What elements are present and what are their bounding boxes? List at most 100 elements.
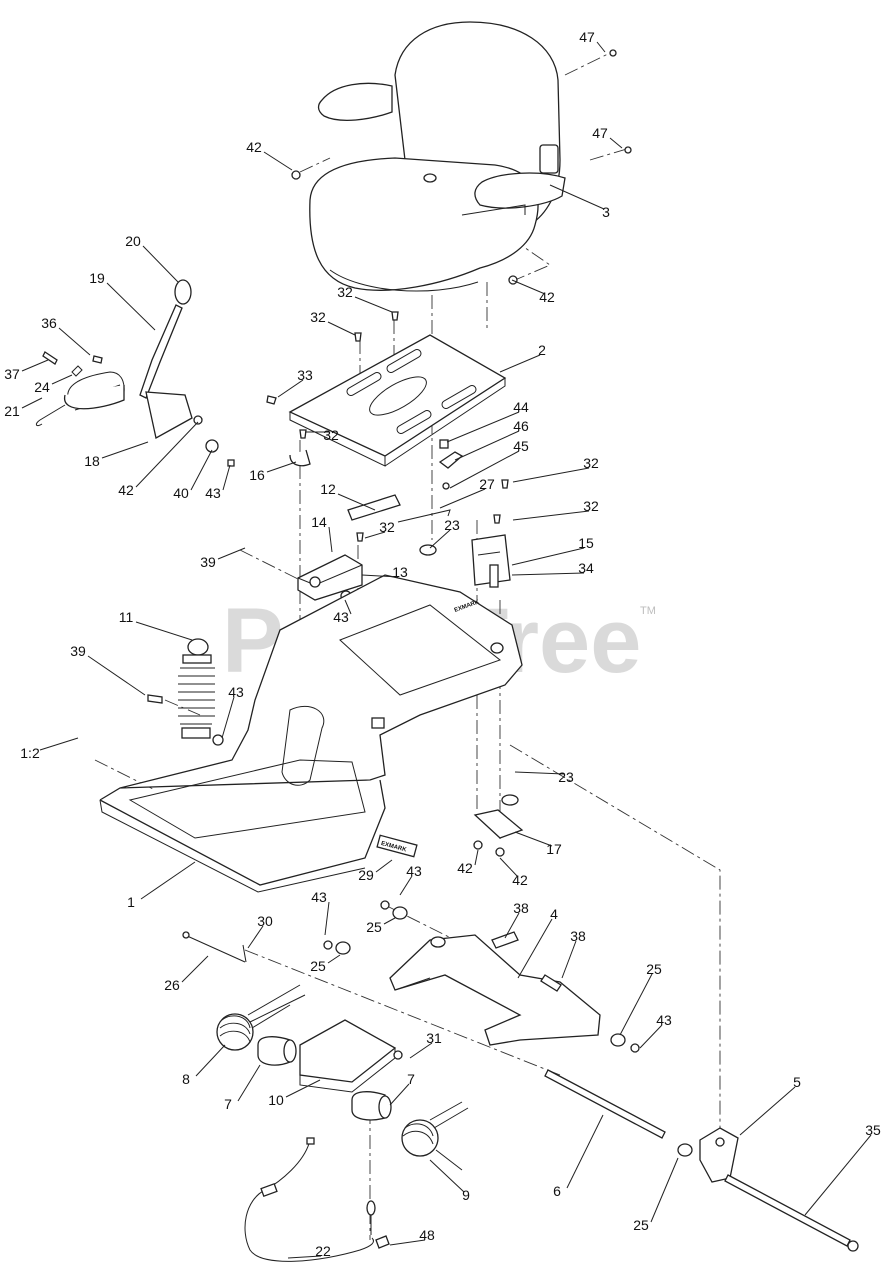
callout-label[interactable]: 7 <box>407 1071 415 1087</box>
callout-label[interactable]: 42 <box>539 289 555 305</box>
callout-label[interactable]: 47 <box>592 125 608 141</box>
callout-label[interactable]: 11 <box>119 609 134 625</box>
callout-label[interactable]: 31 <box>426 1030 442 1046</box>
callout-label[interactable]: 32 <box>337 284 353 300</box>
callout-label[interactable]: 43 <box>311 889 327 905</box>
callout-leader <box>344 599 352 615</box>
callout-label[interactable]: 44 <box>513 399 529 415</box>
callout-label[interactable]: 32 <box>323 427 339 443</box>
callout-leader <box>221 696 235 739</box>
callout-label[interactable]: 10 <box>268 1092 284 1108</box>
callout-label[interactable]: 7 <box>224 1096 232 1112</box>
callout-leader <box>499 354 541 373</box>
torsion-spring-right <box>351 1091 469 1171</box>
callout-label[interactable]: 38 <box>513 900 529 916</box>
callout-label[interactable]: 43 <box>205 485 221 501</box>
callout-label[interactable]: 42 <box>118 482 134 498</box>
callout-label[interactable]: 5 <box>793 1074 801 1090</box>
callout-label[interactable]: 13 <box>392 564 408 580</box>
callout-leader <box>514 771 565 775</box>
callout-leader <box>217 547 246 560</box>
callout-label[interactable]: 37 <box>4 366 20 382</box>
pivot-frame <box>389 931 601 1046</box>
callout-leader <box>337 493 376 511</box>
watermark-tm: TM <box>640 605 656 617</box>
callout-leader <box>499 857 519 878</box>
callout-leader <box>277 379 304 398</box>
callout-leader <box>39 737 79 751</box>
callout-label[interactable]: 16 <box>249 467 265 483</box>
callout-label[interactable]: 1:2 <box>20 745 40 761</box>
callout-label[interactable]: 42 <box>246 139 262 155</box>
callout-label[interactable]: 46 <box>513 418 529 434</box>
callout-label[interactable]: 9 <box>462 1187 470 1203</box>
callout-label[interactable]: 27 <box>479 476 495 492</box>
small-brackets <box>289 439 464 523</box>
callout-leader <box>619 973 653 1036</box>
callout-label[interactable]: 39 <box>200 554 216 570</box>
callout-label[interactable]: 17 <box>546 841 562 857</box>
callout-label[interactable]: 29 <box>358 867 374 883</box>
callout-label[interactable]: 32 <box>583 498 599 514</box>
callout-label[interactable]: 45 <box>513 438 529 454</box>
callout-leader <box>639 1024 663 1049</box>
callout-label[interactable]: 20 <box>125 233 141 249</box>
callout-label[interactable]: 32 <box>379 519 395 535</box>
callout-label[interactable]: 22 <box>315 1243 331 1259</box>
callout-label[interactable]: 43 <box>406 863 422 879</box>
callout-label[interactable]: 48 <box>419 1227 435 1243</box>
callout-leader <box>596 41 606 53</box>
callout-label[interactable]: 26 <box>164 977 180 993</box>
callout-label[interactable]: 38 <box>570 928 586 944</box>
callout-label[interactable]: 6 <box>553 1183 561 1199</box>
callout-leader <box>135 421 199 488</box>
callout-label[interactable]: 2 <box>538 342 546 358</box>
callout-leader <box>287 1255 322 1259</box>
callout-label[interactable]: 42 <box>457 860 473 876</box>
callout-leader <box>409 1042 433 1059</box>
callout-label[interactable]: 14 <box>311 514 327 530</box>
callout-leader <box>101 441 149 459</box>
callout-leader <box>446 411 520 443</box>
callout-label[interactable]: 34 <box>578 560 594 576</box>
callout-label[interactable]: 18 <box>84 453 100 469</box>
callout-label[interactable]: 30 <box>257 913 273 929</box>
callout-label[interactable]: 4 <box>550 906 558 922</box>
callout-label[interactable]: 8 <box>182 1071 190 1087</box>
rear-bracket <box>699 1127 859 1252</box>
callout-label[interactable]: 33 <box>297 367 313 383</box>
callout-label[interactable]: 25 <box>366 919 382 935</box>
callout-leader <box>21 397 43 409</box>
callout-label[interactable]: 40 <box>173 485 189 501</box>
callout-label[interactable]: 19 <box>89 270 105 286</box>
callout-label[interactable]: 25 <box>633 1217 649 1233</box>
callout-leader <box>58 327 91 356</box>
callout-label[interactable]: 32 <box>583 455 599 471</box>
callout-label[interactable]: 43 <box>656 1012 672 1028</box>
callout-label[interactable]: 23 <box>558 769 574 785</box>
callout-label[interactable]: 25 <box>646 961 662 977</box>
callout-leader <box>87 655 146 696</box>
callout-label[interactable]: 39 <box>70 643 86 659</box>
callout-label[interactable]: 35 <box>865 1122 881 1138</box>
callout-label[interactable]: 24 <box>34 379 50 395</box>
callout-leader <box>449 450 520 489</box>
callout-label[interactable]: 23 <box>444 517 460 533</box>
callout-label[interactable]: 42 <box>512 872 528 888</box>
callout-leader <box>512 467 590 483</box>
callout-leader <box>266 461 297 473</box>
callout-label[interactable]: 47 <box>579 29 595 45</box>
callout-label[interactable]: 3 <box>602 204 610 220</box>
callout-label[interactable]: 15 <box>578 535 594 551</box>
callout-label[interactable]: 43 <box>333 609 349 625</box>
callout-label[interactable]: 1 <box>127 894 135 910</box>
callout-leader <box>190 449 213 491</box>
callout-label[interactable]: 21 <box>4 403 20 419</box>
callout-label[interactable]: 25 <box>310 958 326 974</box>
callout-label[interactable]: 36 <box>41 315 57 331</box>
callout-label[interactable]: 43 <box>228 684 244 700</box>
callout-leader <box>181 955 209 983</box>
callout-label[interactable]: 32 <box>310 309 326 325</box>
callout-label[interactable]: 12 <box>320 481 336 497</box>
